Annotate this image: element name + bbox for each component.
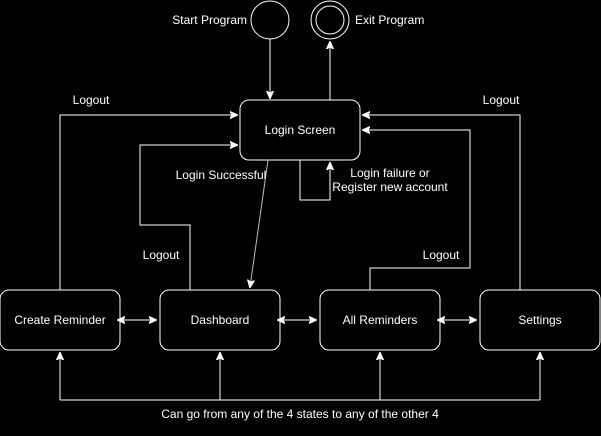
logout-all-label: Logout xyxy=(423,248,460,262)
edge-login-self-loop xyxy=(299,160,330,201)
exit-node xyxy=(310,0,350,40)
edge-create-logout xyxy=(59,115,237,290)
login-failure-label-line1: Login failure or xyxy=(350,166,429,180)
create-reminder-label: Create Reminder xyxy=(14,313,105,327)
login-screen-label: Login Screen xyxy=(265,123,336,137)
start-label: Start Program xyxy=(172,13,247,27)
logout-dashboard-label: Logout xyxy=(143,248,180,262)
edge-settings-logout xyxy=(363,115,521,290)
edge-all-logout xyxy=(363,130,471,290)
login-successful-label: Login Successful xyxy=(176,168,267,182)
all-reminders-label: All Reminders xyxy=(343,313,418,327)
exit-label: Exit Program xyxy=(355,13,424,27)
start-node xyxy=(250,0,290,40)
edge-login-to-dashboard xyxy=(250,159,269,287)
edge-dashboard-logout xyxy=(139,145,237,290)
footer-label: Can go from any of the 4 states to any o… xyxy=(161,407,439,421)
dashboard-label: Dashboard xyxy=(191,313,250,327)
login-failure-label-line2: Register new account xyxy=(332,180,448,194)
logout-left-label: Logout xyxy=(73,93,110,107)
settings-label: Settings xyxy=(518,313,561,327)
settings-node xyxy=(479,289,601,351)
logout-right-label: Logout xyxy=(483,93,520,107)
